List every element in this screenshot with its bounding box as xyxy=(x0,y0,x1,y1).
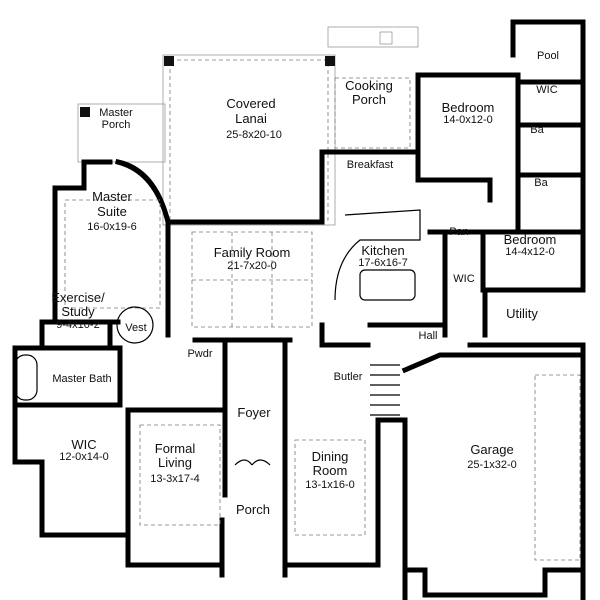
room-label-ba-2: Ba xyxy=(534,177,548,189)
room-dim-dining: 13-1x16-0 xyxy=(305,479,355,491)
room-label-pool: Pool xyxy=(537,50,559,62)
room-label-master-suite: Master xyxy=(92,189,132,204)
room-label-cooking-porch: Cooking xyxy=(345,78,393,93)
room-label-ba: Ba xyxy=(530,124,544,136)
dashed-outlines xyxy=(14,199,581,561)
room-label-formal-living: Formal xyxy=(155,441,196,456)
room-label-pan: Pan xyxy=(449,226,469,238)
room-label-master-porch: Master xyxy=(99,107,133,119)
room-label-wic: WIC xyxy=(536,84,557,96)
room-label-cooking-porch-line2: Porch xyxy=(352,92,386,107)
room-labels: Pool Cooking Porch Covered Lanai 25-8x20… xyxy=(51,50,559,517)
room-dim-bedroom: 14-0x12-0 xyxy=(443,114,493,126)
room-label-porch: Porch xyxy=(236,502,270,517)
room-label-wic-2: WIC xyxy=(453,273,474,285)
room-label-covered-lanai-line2: Lanai xyxy=(235,111,267,126)
room-dim-exercise: 9-4x10-2 xyxy=(56,319,99,331)
room-label-master-bath: Master Bath xyxy=(52,373,111,385)
room-label-foyer: Foyer xyxy=(237,405,271,420)
room-label-covered-lanai: Covered xyxy=(226,96,275,111)
room-dim-family-room: 21-7x20-0 xyxy=(227,260,277,272)
room-label-pwdr: Pwdr xyxy=(187,348,212,360)
room-label-formal-living-line2: Living xyxy=(158,455,192,470)
room-label-vest: Vest xyxy=(125,322,146,334)
room-dim-wic-master: 12-0x14-0 xyxy=(59,451,109,463)
room-dim-covered-lanai: 25-8x20-10 xyxy=(226,129,282,141)
room-label-exercise: Exercise/ xyxy=(51,290,105,305)
room-dim-garage: 25-1x32-0 xyxy=(467,459,517,471)
walls xyxy=(12,19,586,600)
room-label-bedroom: Bedroom xyxy=(442,100,495,115)
room-dim-bedroom-2: 14-4x12-0 xyxy=(505,246,555,258)
room-label-breakfast: Breakfast xyxy=(347,159,393,171)
room-label-butler: Butler xyxy=(334,371,363,383)
room-dim-master-suite: 16-0x19-6 xyxy=(87,221,137,233)
room-label-master-porch-line2: Porch xyxy=(102,119,131,131)
room-dim-formal-living: 13-3x17-4 xyxy=(150,473,200,485)
room-label-dining: Dining xyxy=(312,449,349,464)
room-label-master-suite-line2: Suite xyxy=(97,204,127,219)
room-dim-kitchen: 17-6x16-7 xyxy=(358,257,408,269)
room-label-utility: Utility xyxy=(506,306,538,321)
room-label-wic-master: WIC xyxy=(71,437,96,452)
room-label-family-room: Family Room xyxy=(214,245,291,260)
cooking-porch-area xyxy=(327,26,419,149)
room-label-garage: Garage xyxy=(470,442,513,457)
room-label-exercise-line2: Study xyxy=(61,304,95,319)
room-label-hall: Hall xyxy=(419,330,438,342)
room-label-dining-line2: Room xyxy=(313,463,348,478)
room-label-kitchen: Kitchen xyxy=(361,243,404,258)
room-label-bedroom-2: Bedroom xyxy=(504,232,557,247)
